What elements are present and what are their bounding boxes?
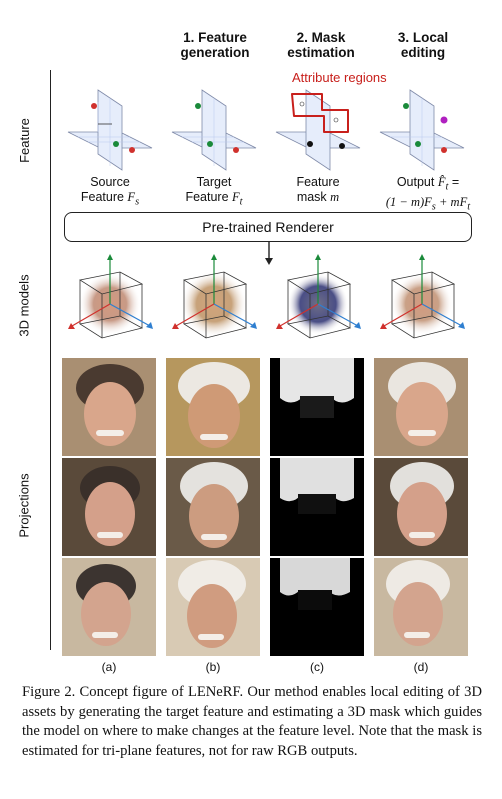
label-feature-mask: Feature mask m	[268, 175, 368, 205]
formula-line1: Output F̂t =	[366, 175, 490, 195]
formula-text: + mF	[435, 194, 468, 209]
triplane-source-feature	[67, 89, 153, 171]
triplane-output-feature	[379, 89, 465, 171]
row-label-text: Projections	[16, 472, 32, 538]
3d-model-output	[380, 254, 465, 339]
projection-output-3	[374, 558, 468, 656]
row-label-text: 3D models	[16, 273, 32, 337]
figure-caption: Figure 2. Concept figure of LENeRF. Our …	[22, 684, 482, 759]
projection-output-2	[374, 458, 468, 556]
projection-output-1	[374, 358, 468, 456]
label-line1: Feature	[296, 175, 340, 189]
projection-target-2	[166, 458, 260, 556]
header-line1: 3. Local	[397, 30, 449, 45]
subfigure-label-a: (a)	[101, 660, 117, 674]
formula-text: =	[448, 175, 460, 189]
projection-mask-2	[270, 458, 364, 556]
row-label-3d-models: 3D models	[0, 255, 48, 355]
formula-subscript: t	[445, 181, 449, 193]
projection-target-3	[166, 558, 260, 656]
projection-mask-1	[270, 358, 364, 456]
row-label-projections: Projections	[0, 455, 48, 555]
label-target-feature: Target Feature Ft	[164, 175, 264, 210]
projection-source-3	[62, 558, 156, 656]
label-symbol: F	[127, 190, 136, 204]
label-symbol: F	[232, 190, 240, 204]
attribute-regions-label: Attribute regions	[292, 70, 387, 85]
projection-target-1	[166, 358, 260, 456]
label-text: mask	[296, 190, 331, 204]
projection-mask-3	[270, 558, 364, 656]
formula-text: (1 − m)F	[385, 194, 432, 209]
projection-source-2	[62, 458, 156, 556]
triplane-feature-mask	[275, 89, 361, 171]
sidebar-divider	[50, 70, 51, 650]
pretrained-renderer-box: Pre-trained Renderer	[64, 212, 472, 242]
label-line2: mask m	[268, 190, 368, 205]
3d-model-source	[68, 254, 153, 339]
label-line1: Target	[196, 175, 232, 189]
subfigure-label-d: (d)	[413, 660, 429, 674]
row-label-text: Feature	[16, 117, 32, 163]
header-feature-generation: 1. Feature generation	[170, 30, 260, 60]
formula-subscript: s	[431, 201, 436, 212]
formula-text: Output	[396, 175, 438, 189]
header-line2: estimation	[287, 45, 355, 60]
subfigure-label-c: (c)	[310, 660, 324, 674]
formula-line2: (1 − m)Fs + mFt	[366, 195, 490, 215]
header-line2: generation	[180, 45, 250, 60]
triplane-target-feature	[171, 89, 257, 171]
header-line1: 1. Feature	[183, 30, 247, 45]
formula-subscript: t	[467, 201, 471, 212]
label-subscript: s	[135, 196, 140, 208]
projection-source-1	[62, 358, 156, 456]
label-symbol: m	[330, 190, 340, 204]
3d-model-mask	[276, 254, 361, 339]
header-line1: 2. Mask	[296, 30, 346, 45]
label-source-feature: Source Feature Fs	[60, 175, 160, 210]
header-mask-estimation: 2. Mask estimation	[276, 30, 366, 60]
subfigure-label-b: (b)	[205, 660, 221, 674]
label-text: Feature	[185, 190, 232, 204]
label-output-formula: Output F̂t = (1 − m)Fs + mFt	[366, 175, 490, 214]
label-text: Feature	[80, 190, 128, 204]
label-line2: Feature Fs	[60, 190, 160, 210]
label-subscript: t	[239, 196, 243, 208]
label-line1: Source	[90, 175, 130, 189]
label-line2: Feature Ft	[164, 190, 264, 210]
3d-model-target	[172, 254, 257, 339]
row-label-feature: Feature	[0, 95, 48, 185]
formula-symbol: F̂	[437, 175, 446, 189]
down-arrow-icon	[265, 242, 273, 265]
header-line2: editing	[400, 45, 446, 60]
header-local-editing: 3. Local editing	[378, 30, 468, 60]
